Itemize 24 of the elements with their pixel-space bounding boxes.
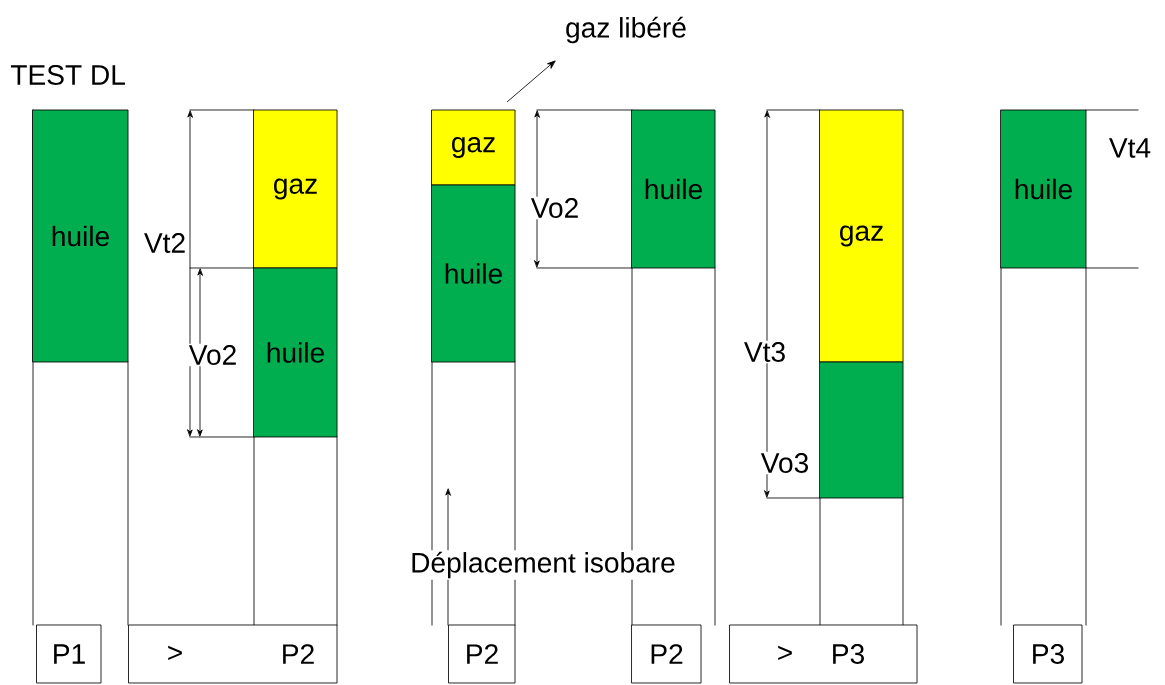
pressure-box: P2 bbox=[448, 624, 516, 684]
pressure-box: P3 bbox=[1013, 624, 1083, 684]
pressure-box: P2 bbox=[631, 624, 702, 684]
oil-layer bbox=[819, 361, 904, 499]
oil-layer: huile bbox=[1000, 109, 1087, 269]
dimension-label: Vo2 bbox=[529, 196, 581, 220]
oil-layer: huile bbox=[431, 184, 516, 363]
oil-layer: huile bbox=[631, 109, 716, 269]
gas-layer: gaz bbox=[819, 109, 904, 363]
gas-layer: gaz bbox=[431, 109, 516, 186]
gas-layer: gaz bbox=[253, 109, 338, 269]
title: TEST DL bbox=[10, 65, 125, 85]
caption-text: Déplacement isobare bbox=[408, 550, 678, 580]
pressure-box: > P2 bbox=[128, 624, 338, 684]
dimension-label: Vo3 bbox=[759, 451, 811, 475]
oil-layer: huile bbox=[253, 267, 338, 438]
dimension-label: Vo2 bbox=[187, 343, 239, 367]
edge-label: gaz libéré bbox=[566, 16, 686, 44]
dimension-label: Vt3 bbox=[742, 340, 788, 364]
dimension-label: Vt2 bbox=[142, 231, 188, 255]
pressure-box: > P3 bbox=[729, 624, 918, 684]
oil-layer: huile bbox=[32, 109, 129, 363]
pressure-box: P1 bbox=[36, 624, 102, 684]
arrow bbox=[507, 60, 556, 102]
